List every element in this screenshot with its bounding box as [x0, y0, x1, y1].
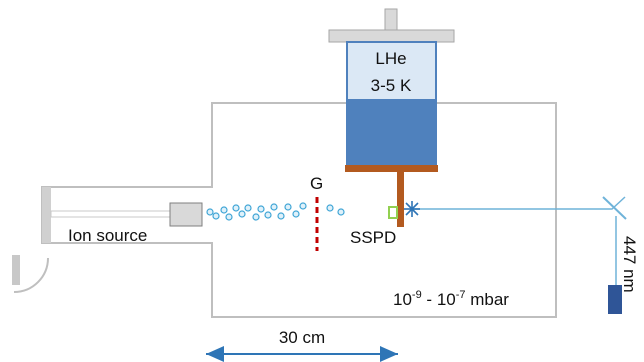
pressure-separator: -: [422, 290, 437, 309]
sspd-detector: [388, 206, 398, 219]
laser-spot-icon: [404, 201, 420, 217]
copper-cold-finger: [397, 172, 404, 227]
chamber-flange: [42, 187, 51, 243]
pressure-low-exponent: -9: [412, 289, 422, 301]
ion: [337, 208, 345, 216]
ion: [252, 213, 260, 221]
ion: [326, 204, 334, 212]
sspd-label: SSPD: [350, 228, 396, 247]
pressure-high-base: 10: [437, 290, 456, 309]
ion: [225, 213, 233, 221]
ion: [206, 208, 214, 216]
ion: [244, 204, 252, 212]
pressure-label: 10-9 - 10-7 mbar: [393, 289, 509, 309]
ion-source-body: [169, 202, 203, 227]
ion: [284, 203, 292, 211]
door-panel: [12, 255, 20, 285]
lhe-temperature-label: 3-5 K: [371, 76, 412, 95]
pressure-low-base: 10: [393, 290, 412, 309]
pressure-unit: mbar: [466, 290, 510, 309]
ion: [212, 212, 220, 220]
grid-label: G: [310, 174, 323, 193]
ion: [277, 212, 285, 220]
ion-source-label: Ion source: [68, 226, 147, 245]
ion: [238, 210, 246, 218]
lhe-reservoir-liquid: [346, 99, 437, 166]
mirror: [602, 196, 627, 220]
laser-source: [608, 285, 622, 314]
ion-source-rod: [50, 210, 172, 218]
ion: [257, 205, 265, 213]
ion: [264, 211, 272, 219]
vacuum-chamber-outline: [41, 102, 557, 318]
door-swing: [13, 257, 49, 293]
laser-beam: [412, 196, 626, 210]
scale-bar-label: 30 cm: [279, 328, 325, 347]
ion: [299, 202, 307, 210]
ion-cloud: [206, 202, 345, 221]
cryostat-top-plate: [328, 29, 455, 43]
wavelength-label: 447 nm: [620, 236, 639, 293]
cryostat-top-post: [384, 8, 398, 32]
copper-cold-plate: [345, 165, 438, 172]
ion: [292, 210, 300, 218]
ion: [232, 204, 240, 212]
ion: [270, 203, 278, 211]
lhe-label: LHe: [375, 49, 406, 68]
pressure-high-exponent: -7: [456, 289, 466, 301]
ion: [220, 206, 228, 214]
